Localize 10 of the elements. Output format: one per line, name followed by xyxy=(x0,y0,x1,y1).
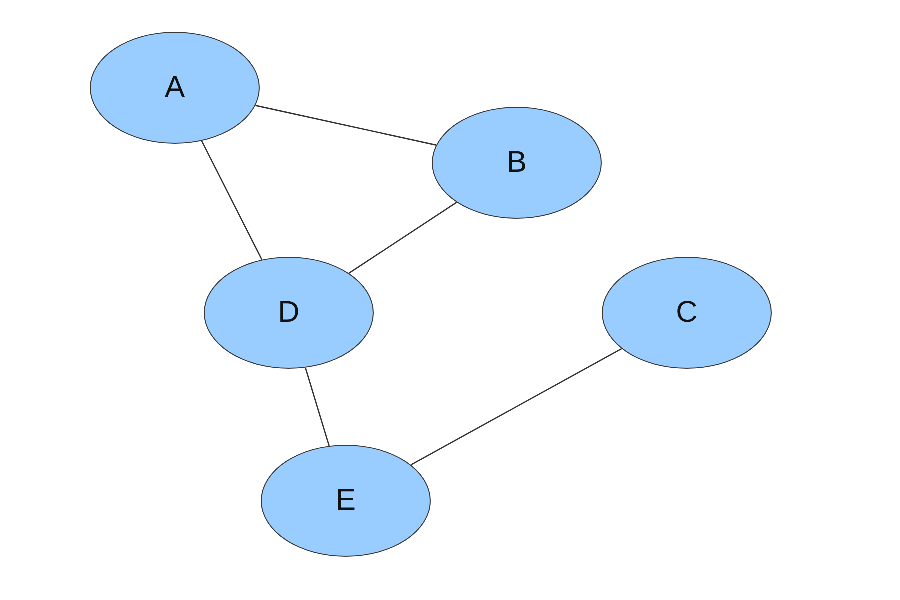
connector-line xyxy=(201,140,263,260)
connector-line xyxy=(348,202,458,274)
connector-line xyxy=(305,368,330,446)
node-label: A xyxy=(164,71,185,105)
connector-line xyxy=(256,105,436,146)
node-label: C xyxy=(676,296,698,330)
node-label: B xyxy=(506,146,527,180)
connector-line xyxy=(410,348,622,466)
node-label: D xyxy=(278,296,300,330)
node-label: E xyxy=(336,484,356,518)
